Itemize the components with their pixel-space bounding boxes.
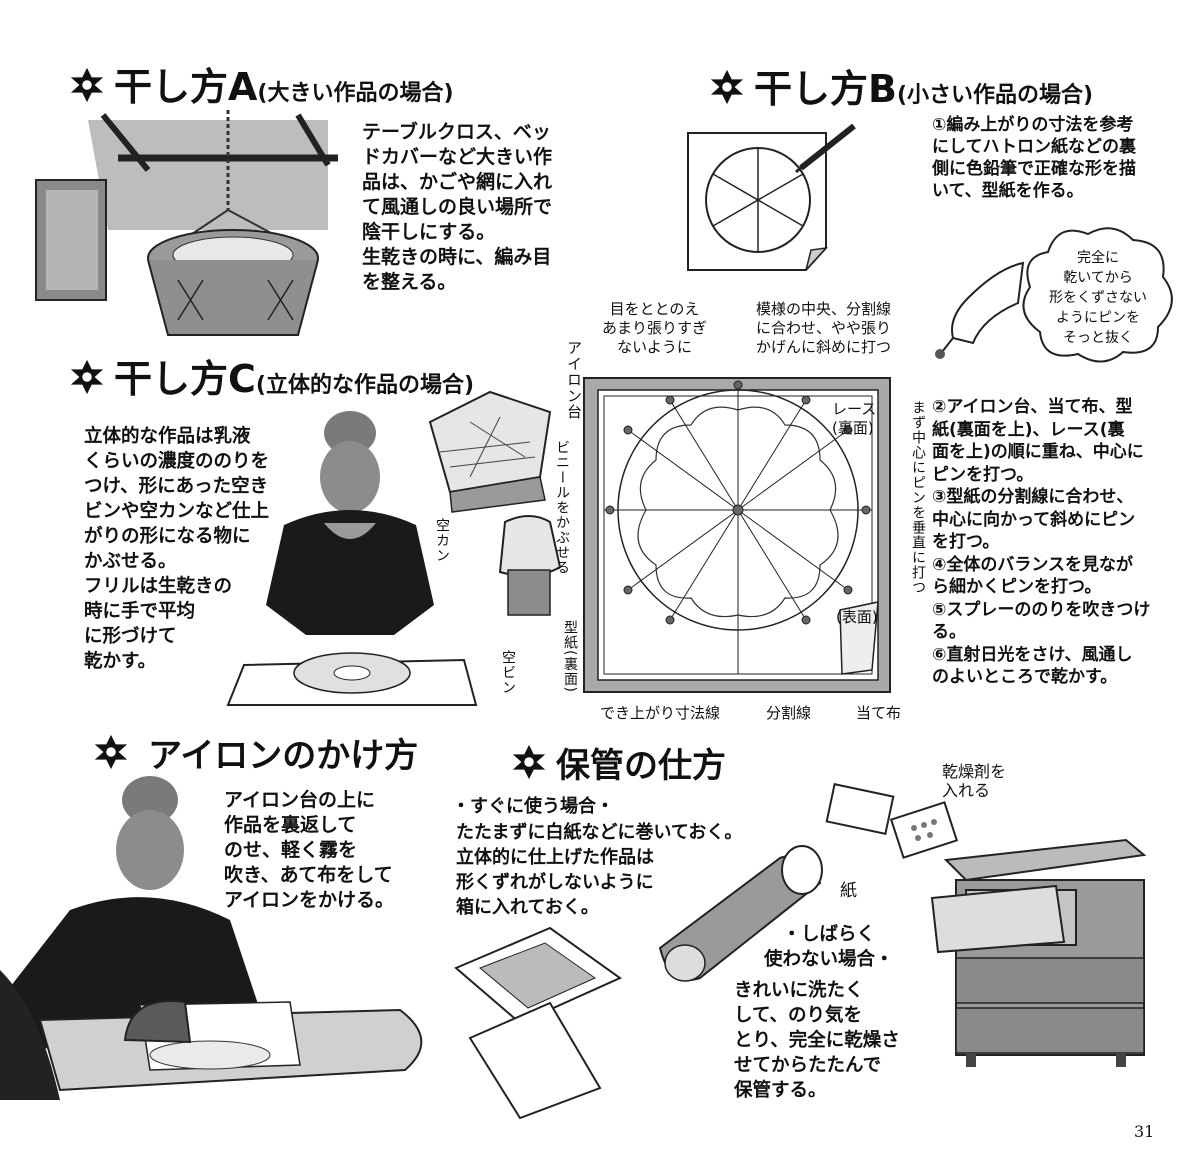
label-paper: 紙: [840, 881, 857, 901]
storage-later-text: きれいに洗たく して、のり気を とり、完全に乾燥さ せてからたたんで 保管する。: [734, 980, 900, 1101]
label-division-line: 分割線: [766, 704, 812, 722]
label-desiccant: 乾燥剤を 入れる: [942, 762, 1007, 800]
star-icon: [94, 734, 128, 770]
section-b-steps: ②アイロン台、当て布、型 紙(裏面を上)、レース(裏 面を上)の順に重ね、中心に…: [932, 397, 1151, 687]
storage-heading: 保管の仕方: [510, 738, 726, 787]
label-cloth: 当て布: [856, 704, 902, 722]
forms-illustration: [428, 390, 562, 616]
storage-roll-box-illustration: [454, 845, 823, 1120]
label-pattern-back: 型紙(裏面): [562, 620, 578, 693]
page-number: 31: [1134, 1122, 1155, 1141]
cabinet-illustration: [825, 782, 1147, 1067]
ironing-title: アイロンのかけ方: [148, 736, 419, 776]
section-b-subtitle: (小さい作品の場合): [896, 83, 1094, 108]
label-ironing-board: アイロン台: [565, 340, 583, 420]
section-a-heading: 干し方A(大きい作品の場合): [68, 56, 454, 111]
label-adjust-stitches: 目をととのえ あまり張りすぎ ないように: [602, 300, 708, 356]
storage-soon-heading: ・すぐに使う場合・: [452, 796, 614, 817]
ironing-heading: アイロンのかけ方: [92, 728, 418, 777]
storage-soon-text: たたまずに白紙などに巻いておく。 立体的に仕上げた作品は 形くずれがしないように…: [456, 822, 743, 918]
section-b-step1: ①編み上がりの寸法を参考 にしてハトロン紙などの裏 側に色鉛筆で正確な形を描 い…: [932, 115, 1136, 201]
section-a-title: 干し方A: [114, 65, 258, 109]
star-icon: [710, 69, 744, 105]
ironing-text: アイロン台の上に 作品を裏返して のせ、軽く霧を 吹き、あて布をして アイロンを…: [224, 789, 395, 911]
storage-later-heading: ・しばらく 使わない場合・: [764, 924, 894, 970]
section-c-subtitle: (立体的な作品の場合): [255, 373, 475, 398]
star-icon: [512, 744, 546, 780]
star-icon: [70, 359, 104, 395]
section-a-subtitle: (大きい作品の場合): [257, 81, 454, 106]
label-vinyl: ビニールをかぶせる: [554, 440, 570, 575]
section-b-heading: 干し方B(小さい作品の場合): [708, 58, 1093, 113]
shaping-woman-illustration: [226, 411, 478, 706]
label-finish-line: でき上がり寸法線: [600, 704, 721, 722]
storage-title: 保管の仕方: [556, 746, 726, 786]
section-c-heading: 干し方C(立体的な作品の場合): [68, 348, 474, 403]
hanging-basket-illustration: [35, 110, 338, 336]
label-pin-diagonal: 模様の中央、分割線 に合わせ、やや張り かげんに斜めに打つ: [756, 300, 892, 356]
section-a-text: テーブルクロス、ベッ ドカバーなど大きい作 品は、かごや網に入れ て風通しの良い…: [362, 121, 553, 293]
section-b-title: 干し方B: [754, 67, 897, 111]
section-c-text: 立体的な作品は乳液 くらいの濃度ののりを つけ、形にあった空き ビンや空カンなど…: [84, 426, 270, 672]
star-icon: [70, 67, 104, 103]
hand-pin-illustration: [935, 261, 1025, 359]
label-center-pin: まず中心にピンを垂直に打つ: [910, 400, 926, 595]
label-front: (表面): [836, 608, 878, 626]
section-c-title: 干し方C: [114, 357, 256, 401]
bubble-text: 完全に 乾いてから 形をくずさない ようにピンを そっと抜く: [1049, 250, 1147, 346]
pinning-diagram: [583, 377, 891, 693]
label-can: 空カン: [434, 518, 450, 563]
speech-bubble: [1022, 227, 1173, 363]
label-lace-back: レース (裏面): [832, 400, 877, 437]
ironing-woman-illustration: [0, 776, 423, 1100]
pattern-paper-illustration: [687, 123, 856, 271]
label-bottle: 空ビン: [500, 650, 516, 695]
